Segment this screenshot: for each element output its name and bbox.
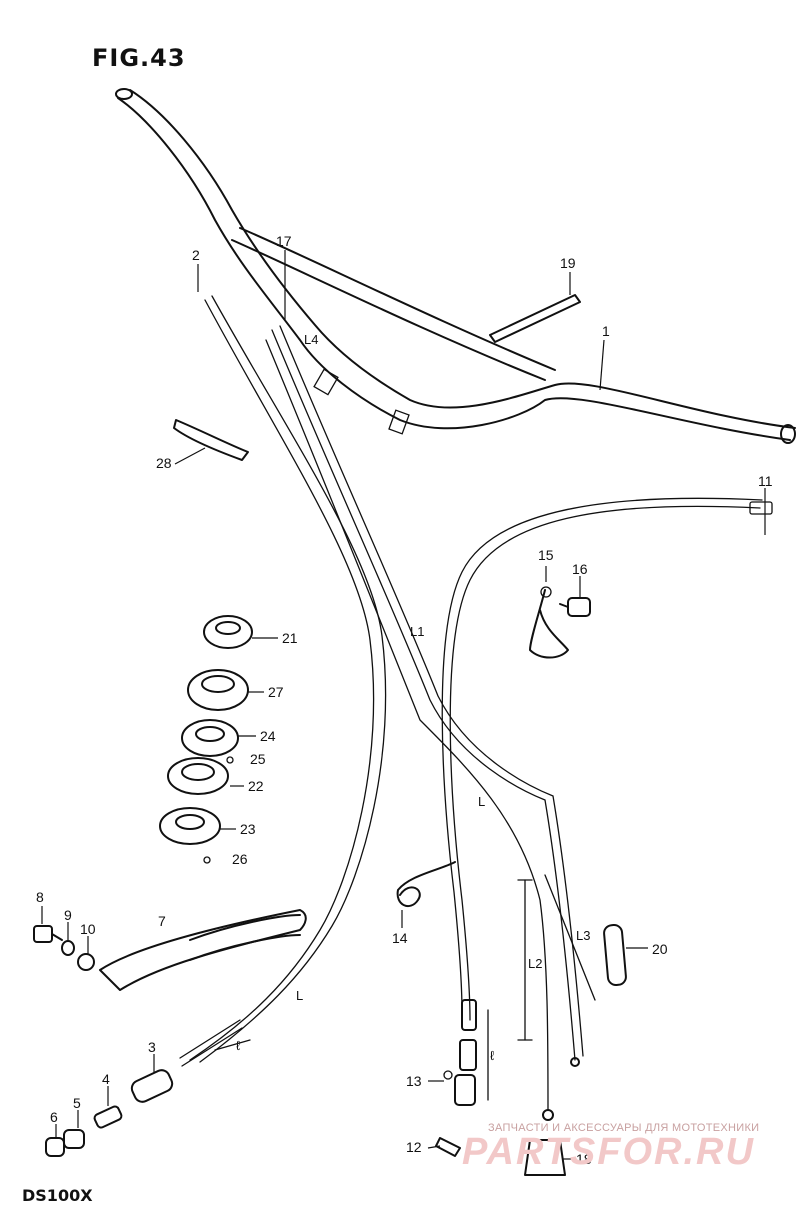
callout-10: 10 — [80, 921, 96, 937]
callout-7: 7 — [158, 913, 166, 929]
dimension-lines — [214, 874, 596, 1101]
callout-17: 17 — [276, 233, 292, 249]
callout-16: 16 — [572, 561, 588, 577]
callout-22: 22 — [248, 778, 264, 794]
handlebar — [115, 88, 796, 444]
dim-l-left: L — [296, 988, 303, 1003]
dim-l3: L3 — [576, 928, 590, 943]
clip-14 — [396, 861, 456, 908]
callout-20: 20 — [652, 941, 668, 957]
callout-24: 24 — [260, 728, 276, 744]
watermark-tagline: ЗАПЧАСТИ И АКСЕССУАРЫ ДЛЯ МОТОТЕХНИКИ — [488, 1122, 760, 1134]
callout-2: 2 — [192, 247, 200, 263]
dim-l-small-right: ℓ — [490, 1048, 495, 1063]
bolt-set-8-9-10 — [33, 925, 95, 971]
callout-labels: 2 17 19 1 28 11 15 16 21 27 24 25 22 23 … — [36, 233, 773, 1167]
callout-19: 19 — [560, 255, 576, 271]
bracket-28 — [173, 419, 249, 461]
callout-14: 14 — [392, 930, 408, 946]
dim-l-small-left: ℓ — [236, 1038, 241, 1053]
model-code: DS100X — [22, 1186, 93, 1205]
callout-8: 8 — [36, 889, 44, 905]
callout-18: 18 — [576, 1151, 592, 1167]
callout-23: 23 — [240, 821, 256, 837]
callout-27: 27 — [268, 684, 284, 700]
cable-clamp-7 — [99, 909, 307, 991]
callout-26: 26 — [232, 851, 248, 867]
watermark: ЗАПЧАСТИ И АКСЕССУАРЫ ДЛЯ МОТОТЕХНИКИ PA… — [462, 1122, 792, 1172]
tube-20 — [603, 923, 627, 987]
steering-washers — [159, 615, 253, 864]
callout-11: 11 — [758, 473, 773, 489]
callout-21: 21 — [282, 630, 298, 646]
callout-3: 3 — [148, 1039, 156, 1055]
clip-15 — [529, 586, 569, 659]
callout-4: 4 — [102, 1071, 110, 1087]
screw-16 — [559, 597, 591, 617]
watermark-logo: PARTSFOR.RU — [462, 1131, 755, 1173]
figure-title: FIG.43 — [92, 44, 186, 72]
dimension-labels: L4 L1 L L L2 L3 ℓ ℓ — [236, 332, 590, 1063]
small-parts-3-6 — [45, 1069, 174, 1157]
pin-12-13 — [435, 1070, 461, 1157]
leader-lines — [41, 250, 766, 1160]
dim-l2: L2 — [528, 956, 542, 971]
callout-28: 28 — [156, 455, 172, 471]
callout-6: 6 — [50, 1109, 58, 1125]
cables — [189, 295, 763, 1111]
callout-5: 5 — [73, 1095, 81, 1111]
callout-12: 12 — [406, 1139, 422, 1155]
strap-19 — [489, 294, 581, 343]
cable-fittings — [179, 501, 773, 1176]
callout-9: 9 — [64, 907, 72, 923]
callout-1: 1 — [602, 323, 610, 339]
dim-l1: L1 — [410, 624, 424, 639]
callout-25: 25 — [250, 751, 266, 767]
dim-l4: L4 — [304, 332, 318, 347]
callout-13: 13 — [406, 1073, 422, 1089]
callout-15: 15 — [538, 547, 554, 563]
dim-l-right: L — [478, 794, 485, 809]
